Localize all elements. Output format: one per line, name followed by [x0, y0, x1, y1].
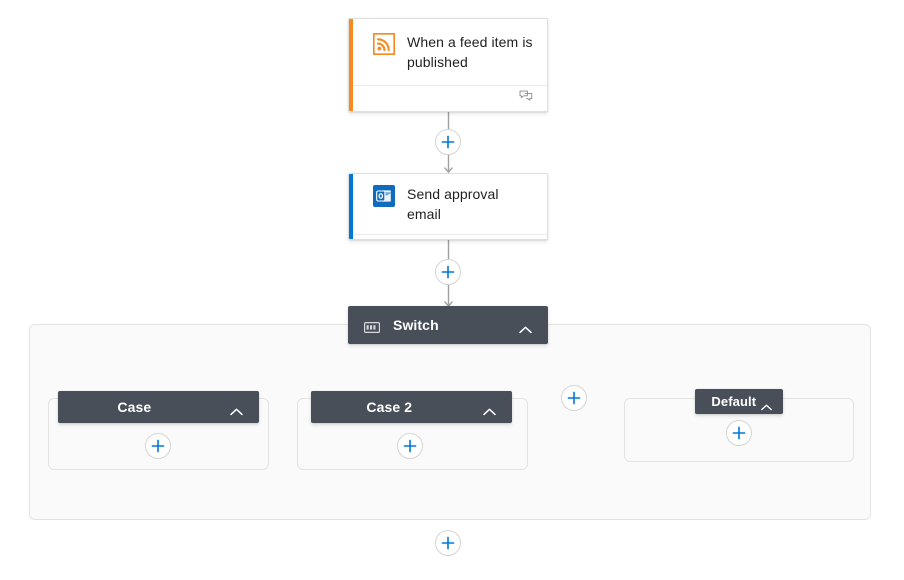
- trigger-card-title: When a feed item is published: [407, 34, 533, 70]
- chevron-up-icon[interactable]: [230, 403, 243, 416]
- action-accent-bar: [349, 174, 353, 239]
- case-1-header[interactable]: Case: [58, 391, 259, 423]
- trigger-card-footer: [349, 85, 547, 110]
- plus-icon: [441, 265, 455, 279]
- case-2-title: Case 2: [366, 399, 413, 415]
- plus-icon: [567, 391, 581, 405]
- default-case-title: Default: [711, 394, 757, 409]
- case-1-title: Case: [117, 399, 152, 415]
- case-1-add-action-button[interactable]: [145, 433, 171, 459]
- trigger-card-when-a-feed-item-is-published[interactable]: When a feed item is published: [348, 18, 548, 112]
- plus-icon: [441, 536, 455, 550]
- plus-icon: [403, 439, 417, 453]
- action-card-title: Send approval email: [407, 186, 499, 222]
- plus-icon: [441, 135, 455, 149]
- add-case-button[interactable]: [561, 385, 587, 411]
- plus-icon: [151, 439, 165, 453]
- default-case-header[interactable]: Default: [695, 389, 783, 414]
- comments-icon[interactable]: [519, 89, 533, 107]
- switch-node-header[interactable]: Switch: [348, 306, 548, 344]
- add-step-button-bottom[interactable]: [435, 530, 461, 556]
- switch-icon: [364, 320, 381, 333]
- action-card-footer: [349, 234, 547, 239]
- chevron-up-icon[interactable]: [483, 403, 496, 416]
- action-card-header: Send approval email: [349, 174, 547, 234]
- case-2-add-action-button[interactable]: [397, 433, 423, 459]
- chevron-up-icon[interactable]: [519, 321, 532, 334]
- comments-icon[interactable]: [519, 238, 533, 239]
- switch-node-title: Switch: [393, 317, 439, 333]
- default-case-add-action-button[interactable]: [726, 420, 752, 446]
- add-step-button-2[interactable]: [435, 259, 461, 285]
- outlook-icon: [373, 185, 395, 207]
- case-2-header[interactable]: Case 2: [311, 391, 512, 423]
- trigger-card-header: When a feed item is published: [349, 19, 547, 85]
- rss-icon: [373, 33, 395, 55]
- trigger-accent-bar: [349, 19, 353, 111]
- chevron-up-icon[interactable]: [761, 398, 774, 410]
- action-card-send-approval-email[interactable]: Send approval email: [348, 173, 548, 240]
- plus-icon: [732, 426, 746, 440]
- add-step-button-1[interactable]: [435, 129, 461, 155]
